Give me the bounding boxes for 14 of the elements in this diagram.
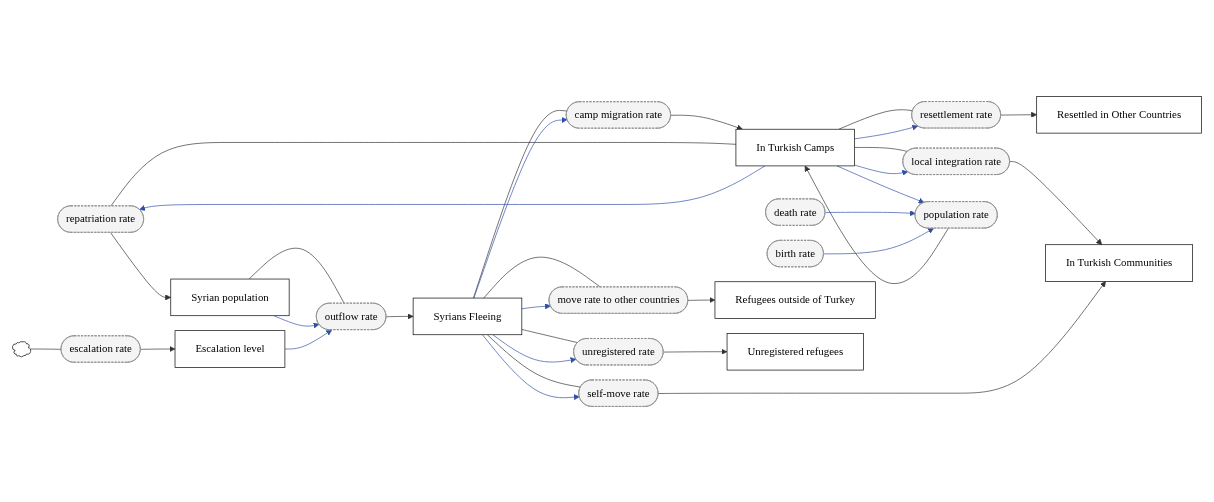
connector <box>521 328 579 343</box>
connector <box>483 256 601 298</box>
node-box: In Turkish Camps <box>735 128 855 166</box>
connector <box>110 141 737 207</box>
node-box: Escalation level <box>174 329 286 368</box>
node-box: Syrian population <box>170 278 290 316</box>
node-box: Resettled in Other Countries <box>1036 95 1202 134</box>
node-cloud <box>12 340 31 357</box>
node-box: Syrians Fleeing <box>412 297 523 335</box>
node-box: In Turkish Communities <box>1045 243 1193 282</box>
connector <box>30 348 62 350</box>
connector <box>248 247 345 304</box>
node-box: Refugees outside of Turkey <box>714 280 876 319</box>
node-box: Unregistered refugees <box>726 332 864 370</box>
